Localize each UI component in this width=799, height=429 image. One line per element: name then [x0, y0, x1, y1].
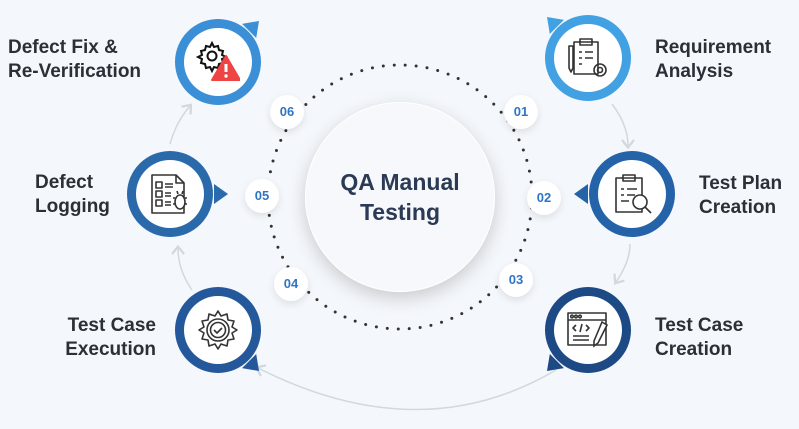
arrow-03-04 — [255, 364, 557, 411]
step-number-04: 04 — [274, 267, 308, 301]
clipboard-search-icon — [615, 174, 652, 214]
step-ring — [175, 19, 261, 105]
title-line-2: Testing — [359, 199, 441, 225]
gear-check-icon — [198, 310, 238, 350]
checklist-bug-icon — [151, 174, 187, 214]
step-node-02 — [574, 146, 680, 242]
gear-warning-icon — [196, 40, 240, 81]
clipboard-gear-icon — [568, 38, 607, 77]
code-window-pen-icon — [567, 312, 609, 348]
step-node-05 — [122, 146, 228, 242]
step-ring — [127, 151, 228, 237]
arrow-05-06 — [169, 103, 193, 145]
step-ring — [175, 287, 261, 373]
arrow-02-03 — [613, 243, 631, 285]
step-node-06 — [170, 14, 266, 110]
step-number-01: 01 — [504, 95, 538, 129]
step-number-03: 03 — [499, 263, 533, 297]
step-number-02: 02 — [527, 181, 561, 215]
center-title: QA Manual Testing — [305, 102, 495, 292]
step-label-06: Defect Fix &Re-Verification — [8, 37, 142, 82]
step-node-03 — [540, 282, 636, 378]
title-line-1: QA Manual — [340, 169, 460, 195]
step-node-04 — [170, 282, 266, 378]
arrow-01-02 — [611, 103, 635, 150]
arrow-04-05 — [171, 244, 193, 291]
step-node-01 — [540, 10, 636, 106]
step-number-06: 06 — [270, 95, 304, 129]
step-number-05: 05 — [245, 179, 279, 213]
